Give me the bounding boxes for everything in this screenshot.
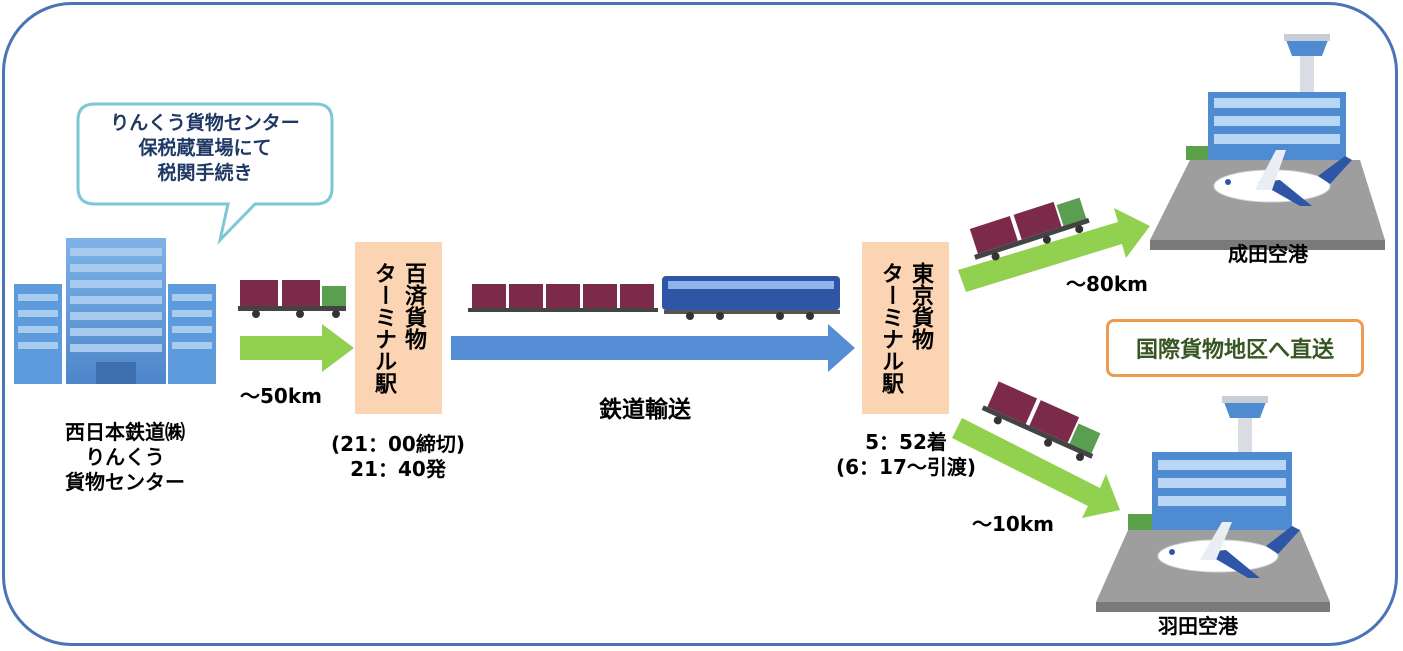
arrow-to-kudara bbox=[240, 324, 354, 372]
rail-arrow bbox=[451, 324, 855, 372]
haneda-airport-icon bbox=[1096, 396, 1330, 612]
truck-icon bbox=[981, 381, 1101, 462]
station-b-box bbox=[862, 242, 949, 414]
truck-icon bbox=[969, 197, 1090, 261]
cutoff-time: (21：00締切) bbox=[331, 432, 465, 456]
origin-line: 貨物センター bbox=[65, 470, 185, 494]
handover-time: (6：17～引渡) bbox=[835, 455, 977, 479]
origin-line: りんくう bbox=[85, 445, 165, 469]
station-b-name-col1: 東京貨物 bbox=[908, 262, 933, 350]
speech-bubble bbox=[76, 102, 334, 245]
arrow-to-narita bbox=[958, 208, 1150, 292]
rail-label: 鉄道輸送 bbox=[599, 397, 691, 423]
station-a-name-col2: ターミナル駅 bbox=[371, 262, 396, 394]
narita-label: 成田空港 bbox=[1228, 242, 1308, 266]
narita-distance: ～80km bbox=[1066, 272, 1148, 296]
departure-time: 21：40発 bbox=[350, 457, 446, 481]
station-a-times: (21：00締切) 21：40発 bbox=[300, 432, 496, 482]
bubble-text: りんくう貨物センター 保税蔵置場にて 税関手続き bbox=[86, 111, 324, 186]
narita-airport-icon bbox=[1150, 34, 1385, 250]
bubble-line: 税関手続き bbox=[157, 162, 253, 185]
direct-delivery-tag: 国際貨物地区へ直送 bbox=[1106, 319, 1364, 377]
origin-label: 西日本鉄道㈱ りんくう 貨物センター bbox=[30, 420, 220, 495]
leg1-distance: ～50km bbox=[240, 384, 322, 408]
building-icon bbox=[14, 238, 216, 384]
station-a-name-col1: 百済貨物 bbox=[401, 262, 426, 350]
station-b-times: 5：52着 (6：17～引渡) bbox=[818, 430, 994, 480]
bubble-line: 保税蔵置場にて bbox=[138, 137, 272, 160]
arrival-time: 5：52着 bbox=[865, 430, 947, 454]
haneda-distance: ～10km bbox=[972, 512, 1054, 536]
truck-icon bbox=[238, 280, 346, 318]
station-a-box bbox=[355, 242, 442, 414]
haneda-label: 羽田空港 bbox=[1158, 614, 1238, 638]
bubble-line: りんくう貨物センター bbox=[110, 112, 300, 134]
origin-line: 西日本鉄道㈱ bbox=[65, 420, 185, 444]
arrow-to-haneda bbox=[952, 418, 1120, 518]
freight-train-icon bbox=[468, 276, 840, 320]
station-b-name-col2: ターミナル駅 bbox=[878, 262, 903, 394]
